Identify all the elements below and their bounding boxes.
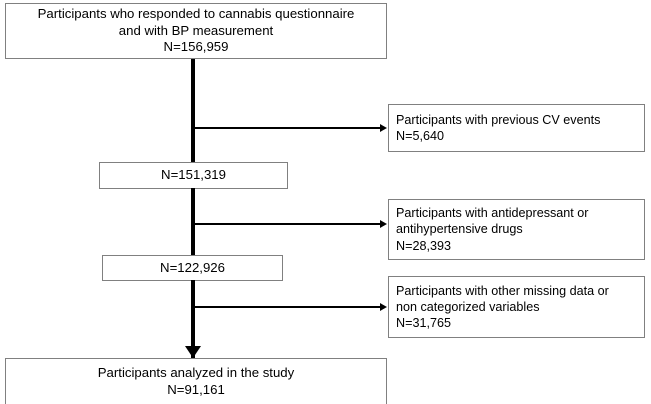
flow-box-excluded-1-line-1: Participants with previous CV events <box>396 112 601 127</box>
flow-box-analyzed-line-1: Participants analyzed in the study <box>97 365 295 381</box>
flow-box-analyzed-count: N=91,161 <box>167 382 225 397</box>
flow-box-excluded-missing-data: Participants with other missing data or … <box>388 276 645 338</box>
connector-branch-exclusion-2 <box>193 223 381 225</box>
connector-trunk-segment-1 <box>191 59 195 163</box>
connector-branch-exclusion-1 <box>193 127 381 129</box>
flow-box-enrolled-count: N=156,959 <box>163 39 229 55</box>
flow-box-excluded-3-count: N=31,765 <box>396 316 451 331</box>
flow-box-excluded-2-line-2: antihypertensive drugs <box>396 222 523 237</box>
flow-box-remaining-1-count: N=151,319 <box>161 167 226 183</box>
flow-box-enrolled-line-2: and with BP measurement <box>118 22 274 38</box>
arrowhead-right-icon-1 <box>380 124 387 132</box>
flow-box-analyzed: Participants analyzed in the study N=91,… <box>5 358 387 404</box>
flow-box-enrolled: Participants who responded to cannabis q… <box>5 3 387 59</box>
flow-box-excluded-2-line-1: Participants with antidepressant or <box>396 206 589 221</box>
flow-box-excluded-3-line-2: non categorized variables <box>396 299 540 314</box>
arrowhead-right-icon-3 <box>380 303 387 311</box>
flow-box-excluded-medication-users: Participants with antidepressant or anti… <box>388 199 645 260</box>
connector-trunk-segment-2 <box>191 188 195 256</box>
flow-box-excluded-previous-cv-events: Participants with previous CV events N=5… <box>388 104 645 152</box>
flow-box-excluded-3-line-1: Participants with other missing data or <box>396 283 609 298</box>
flow-box-excluded-2-count: N=28,393 <box>396 238 451 253</box>
flow-box-remaining-2-count: N=122,926 <box>160 259 225 275</box>
flow-box-remaining-after-exclusion-2: N=122,926 <box>102 255 283 281</box>
connector-trunk-segment-3 <box>191 280 195 358</box>
arrowhead-down-icon <box>185 346 201 358</box>
flow-box-enrolled-line-1: Participants who responded to cannabis q… <box>37 5 355 21</box>
arrowhead-right-icon-2 <box>380 220 387 228</box>
flow-box-remaining-after-exclusion-1: N=151,319 <box>99 162 288 189</box>
connector-branch-exclusion-3 <box>193 306 381 308</box>
flow-box-excluded-1-count: N=5,640 <box>396 129 444 143</box>
